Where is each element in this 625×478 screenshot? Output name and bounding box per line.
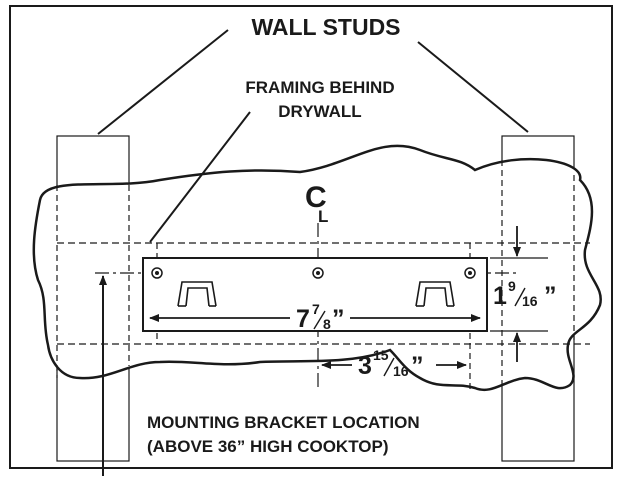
svg-text:”: ” (544, 282, 557, 310)
svg-text:8: 8 (323, 316, 331, 332)
leader-framing (149, 111, 251, 243)
bracket-hook-right (415, 281, 455, 307)
svg-text:3: 3 (358, 352, 372, 380)
screw-hole-right (464, 267, 476, 279)
screw-hole-left (151, 267, 163, 279)
dim-hole-offset-label: 3 15 16 ” (358, 347, 424, 380)
centerline-symbol-sub: L (318, 207, 328, 226)
centerline-symbol: C (305, 181, 327, 214)
dim-bracket-width-label: 7 7 8 ” (296, 301, 345, 333)
framing-label-line2: DRYWALL (278, 102, 361, 121)
diagram-frame (9, 5, 613, 469)
screw-hole-center (312, 267, 324, 279)
framing-label-line1: FRAMING BEHIND (245, 78, 394, 97)
leader-wall-studs-left (97, 29, 229, 135)
svg-text:7: 7 (296, 305, 310, 333)
svg-text:16: 16 (522, 293, 538, 309)
mounting-location-label-line1: MOUNTING BRACKET LOCATION (147, 413, 420, 432)
svg-text:1: 1 (493, 282, 507, 310)
svg-text:7: 7 (312, 301, 320, 317)
bracket-hook-left (177, 281, 217, 307)
svg-text:15: 15 (373, 347, 389, 363)
wall-studs-label: WALL STUDS (251, 14, 400, 40)
dim-vertical-label: 1 9 16 ” (493, 278, 557, 310)
mounting-location-label-line2: (ABOVE 36” HIGH COOKTOP) (147, 437, 389, 456)
leader-wall-studs-right (417, 41, 529, 133)
svg-text:”: ” (411, 352, 424, 380)
svg-text:16: 16 (393, 363, 409, 379)
svg-text:9: 9 (508, 278, 516, 294)
svg-text:”: ” (332, 305, 345, 333)
